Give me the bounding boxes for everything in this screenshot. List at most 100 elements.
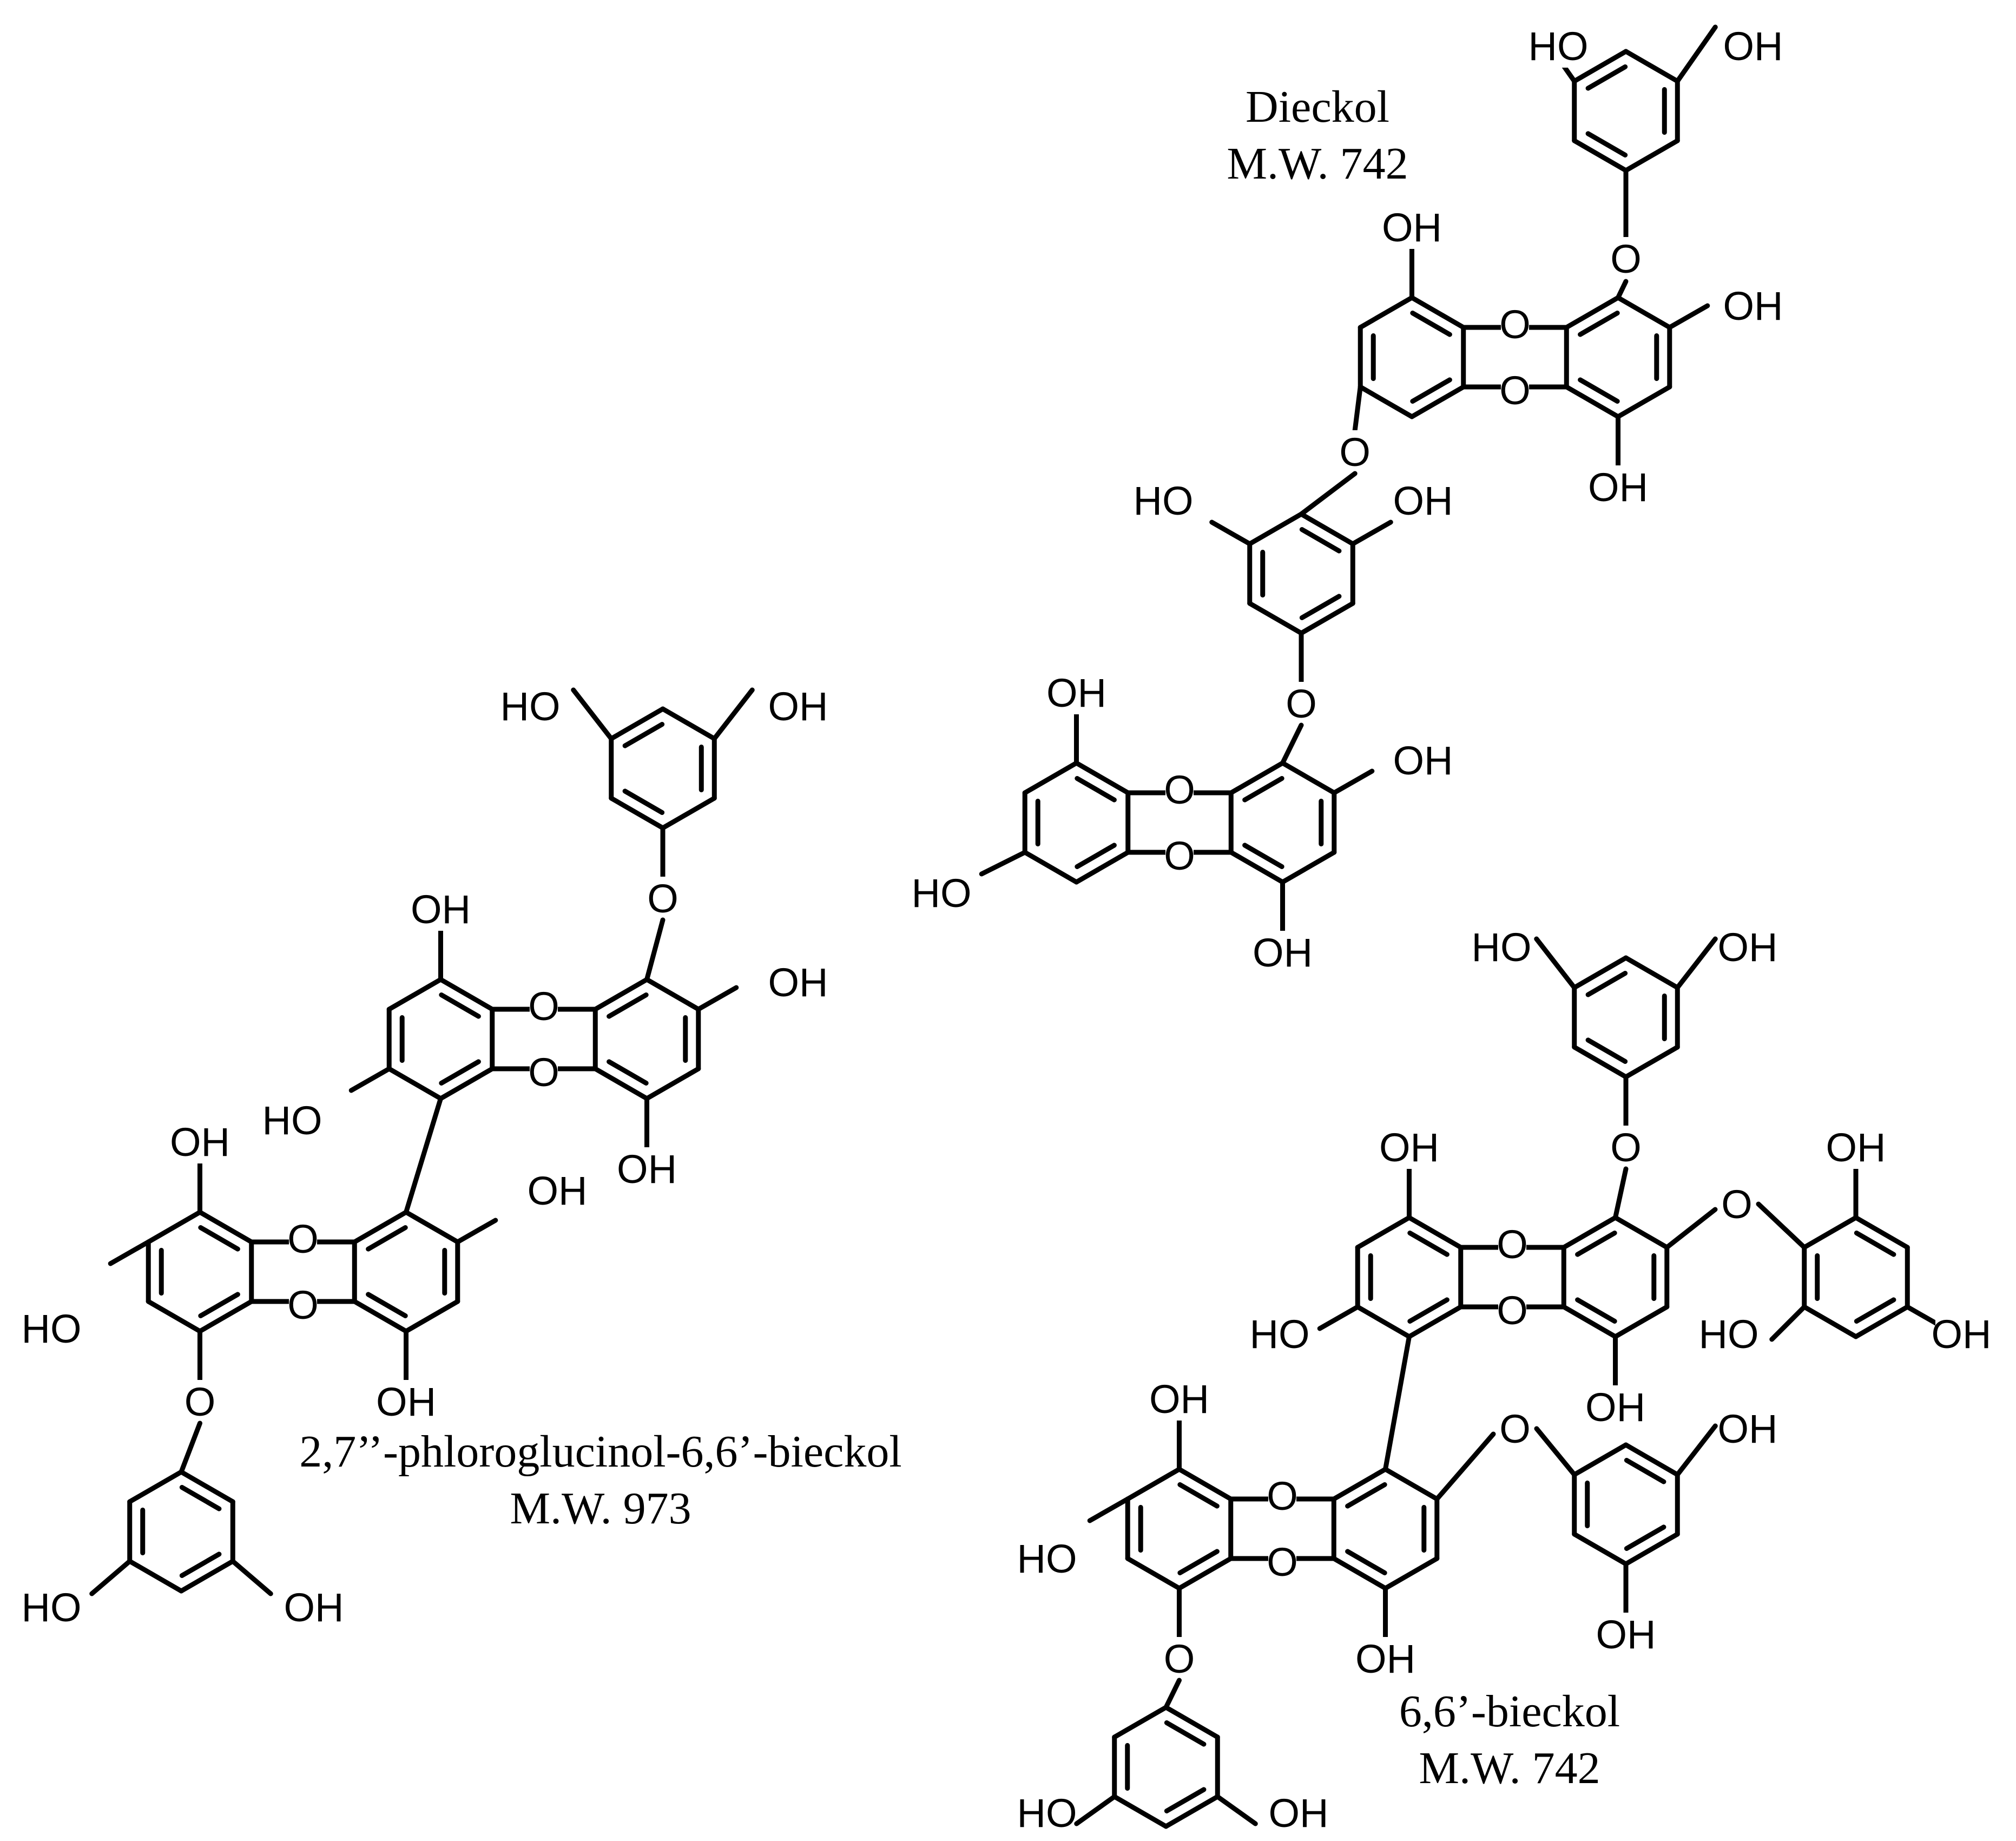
bk-phloroglucinol-bottom-double-bond (1164, 1787, 1207, 1814)
bk-phloroglucinol-side-double-bond (1854, 1297, 1896, 1324)
pb-dioxin-upper-right-ring-bond (644, 977, 701, 1012)
substituent-bond (979, 850, 1027, 877)
dieckol-dioxin-2-left-ring-bond (1073, 850, 1131, 885)
atom-label-mask (1612, 237, 1640, 280)
substituent-bond (1350, 520, 1393, 547)
dieckol-dioxin-2-oxygen-bottom: O (1164, 833, 1195, 878)
pb-dioxin-upper-oxygen-bottom: O (528, 1050, 559, 1095)
pb-oh: HO (262, 1098, 322, 1143)
bk-oh: OH (1826, 1125, 1886, 1170)
bk-dioxin-upper-right-ring-bond (1613, 1215, 1670, 1250)
pb-dioxin-lower-left-ring-bond (146, 1299, 202, 1334)
atom-label-mask (1165, 834, 1194, 877)
pb-ether-1: O (647, 876, 678, 921)
bk-dioxin-upper-left-ring-double-bond (1407, 1230, 1450, 1257)
atom-label-mask (1268, 1474, 1296, 1517)
bk-dioxin-lower-left-ring-bond (1176, 1556, 1234, 1591)
atom-label-mask (1165, 768, 1194, 811)
bk-phloroglucinol-side2-double-bond (1624, 1457, 1666, 1484)
pb-dioxin-lower-oxygen-bottom: O (287, 1283, 319, 1327)
dieckol-dioxin-1-right-ring-double-bond (1578, 377, 1620, 404)
pb-ether-2: O (185, 1379, 216, 1424)
bk-dioxin-upper-oxygen-top: O (1497, 1222, 1528, 1267)
bieckol-mw: M.W. 742 (1419, 1743, 1600, 1793)
substituent-bond (108, 1239, 151, 1266)
substituent-bond (696, 985, 739, 1012)
bk-oh: OH (1718, 925, 1778, 970)
pb-oh: OH (376, 1379, 436, 1424)
dieckol-ether-2: O (1339, 430, 1371, 475)
dieckol-oh: OH (1723, 24, 1783, 69)
bk-phloroglucinol-side-bond (1802, 1304, 1859, 1339)
atom-label-mask (530, 984, 558, 1028)
bk-phloroglucinol-side2-double-bond (1624, 1524, 1666, 1551)
bk-oh: HO (1017, 1536, 1077, 1581)
dieckol-dioxin-2-left-ring-bond (1073, 760, 1131, 795)
pb-dioxin-upper-right-ring-bond (592, 1066, 650, 1101)
bk-ether-2: O (1721, 1182, 1753, 1227)
atom-label-mask (1727, 284, 1779, 327)
substituent-bond (1667, 303, 1710, 330)
pb-phloroglucinol-bottom-double-bond (179, 1551, 222, 1579)
bk-dioxin-lower-left-ring-bond (1176, 1467, 1234, 1502)
substituent-bond (1434, 1431, 1496, 1502)
pb-phloroglucinol-top-bond (609, 706, 666, 741)
pb-dioxin-lower-right-ring-bond (352, 1209, 409, 1245)
dieckol-dioxin-2-right-ring-bond (1228, 760, 1286, 795)
bk-oh: OH (1585, 1385, 1645, 1430)
atom-label-mask (1475, 925, 1527, 969)
substituent-bond (89, 1559, 133, 1596)
dieckol-dioxin-2-right-ring-bond (1280, 850, 1337, 885)
dieckol-dioxin-1-oxygen-bottom: O (1499, 368, 1531, 413)
atom-label-mask (1592, 465, 1644, 509)
pb-oh: OH (617, 1147, 677, 1192)
atom-label-mask (380, 1380, 432, 1423)
phloroglucinol-bieckol-mw: M.W. 973 (510, 1483, 691, 1534)
atom-label-mask (1501, 303, 1529, 346)
dieckol-dioxin-1-left-ring-bond (1358, 384, 1414, 419)
pb-dioxin-lower-right-ring-bond (404, 1299, 460, 1334)
dieckol-dioxin-2-oxygen-top: O (1164, 767, 1195, 812)
dieckol-phloroglucinol-top-double-bond (1585, 64, 1628, 91)
atom-label-mask (1722, 1407, 1774, 1450)
atom-label-mask (1935, 1312, 1987, 1356)
atom-label-mask (1589, 1385, 1642, 1429)
atom-label-mask (1397, 739, 1449, 782)
bk-oh: OH (1596, 1612, 1656, 1657)
bk-dioxin-upper-left-ring-bond (1355, 1304, 1412, 1339)
dieckol-phloroglucinol-mid-bond (1299, 601, 1355, 636)
bk-phloroglucinol-side2-bond (1623, 1531, 1680, 1567)
dieckol-dioxin-1-left-ring-double-bond (1410, 310, 1452, 337)
pb-dioxin-upper-right-ring-bond (644, 1066, 701, 1101)
dieckol-dioxin-1-left-ring-bond (1358, 295, 1414, 330)
pb-dioxin-lower-oxygen-top: O (287, 1217, 319, 1261)
pb-oh: OH (768, 684, 828, 729)
bk-phloroglucinol-bottom-bond (1112, 1794, 1169, 1829)
bk-oh: OH (1379, 1125, 1439, 1170)
pb-phloroglucinol-bottom-bond (179, 1559, 235, 1594)
phloroglucinol-bieckol-name: 2,7’’-phloroglucinol-6,6’-bieckol (299, 1426, 902, 1477)
dieckol-phloroglucinol-top-bond (1623, 138, 1680, 173)
atom-label-mask (1722, 925, 1774, 969)
pb-oh: HO (22, 1306, 82, 1351)
pb-dioxin-lower-right-ring-double-bond (366, 1292, 408, 1319)
pb-phloroglucinol-bottom-bond (179, 1469, 235, 1504)
pb-oh: OH (528, 1168, 588, 1213)
substituent-bond (1534, 936, 1577, 990)
substituent-bond (1317, 1304, 1360, 1331)
dieckol-ether-3: O (1286, 681, 1317, 726)
substituent-bond (571, 687, 614, 741)
dieckol-dioxin-2-left-ring-bond (1022, 760, 1079, 795)
atom-label-mask (1050, 671, 1103, 714)
dieckol-oh: HO (1134, 478, 1194, 523)
bk-oh: HO (1017, 1791, 1077, 1836)
atom-label-mask (289, 1217, 317, 1260)
substituent-bond (644, 917, 666, 982)
atom-label-mask (25, 1586, 77, 1629)
atom-label-mask (1386, 206, 1438, 249)
substituent-bond (348, 1066, 392, 1093)
bk-oh: OH (1718, 1406, 1778, 1451)
dieckol-dioxin-1-right-ring-bond (1564, 384, 1621, 419)
dieckol-dioxin-2-right-ring-double-bond (1242, 843, 1284, 870)
bk-dioxin-upper-right-ring-bond (1613, 1304, 1670, 1339)
